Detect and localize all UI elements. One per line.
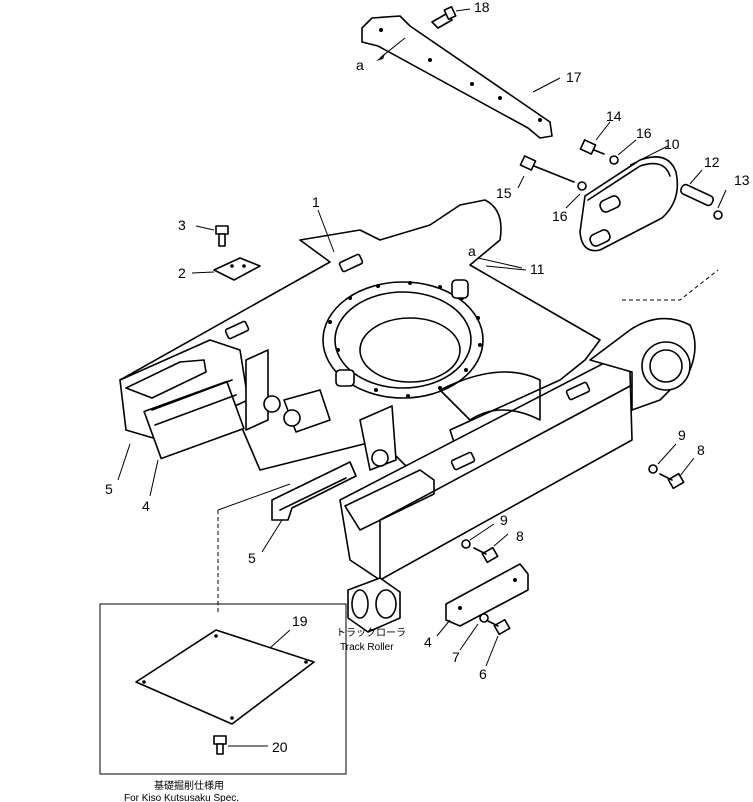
callout-13: 13 (734, 172, 750, 188)
part-12-pin (679, 169, 715, 207)
callout-5-right: 5 (248, 550, 256, 566)
part-5-guide-right (271, 461, 357, 521)
part-18-bolt (431, 5, 471, 29)
part-13-washer (713, 210, 723, 220)
callout-9-middle: 9 (500, 512, 508, 528)
callout-18: 18 (474, 0, 490, 15)
spec-jp-label: 基礎掘削仕様用 (154, 779, 224, 792)
part-2-plate (213, 257, 261, 281)
callout-12: 12 (704, 154, 720, 170)
ref-a1: a (356, 57, 364, 73)
callout-4-left: 4 (142, 498, 150, 514)
part-20-bolt (213, 735, 227, 755)
track-roller-jp-label: トラックローラ (336, 627, 406, 639)
part-8-bolt-middle (473, 546, 499, 564)
callout-3: 3 (178, 217, 186, 233)
callout-19: 19 (292, 613, 308, 629)
callout-15: 15 (496, 185, 512, 201)
callout-8-middle: 8 (516, 528, 524, 544)
part-11-leader (485, 265, 527, 271)
callout-20: 20 (272, 739, 288, 755)
part-16-washer-b (577, 181, 587, 191)
part-9-washer-right (648, 464, 658, 474)
spec-en-label: For Kiso Kutsusaku Spec. (124, 793, 239, 802)
part-6-bolt (485, 618, 511, 636)
part-4-guard-right (445, 563, 529, 627)
callout-16-top: 16 (636, 125, 652, 141)
callout-2: 2 (178, 265, 186, 281)
callout-14: 14 (606, 108, 622, 124)
part-14-bolt (579, 139, 605, 155)
part-9-washer-middle (461, 539, 471, 549)
part-10-bracket (579, 156, 679, 252)
callout-8-right: 8 (697, 442, 705, 458)
track-roller-en-label: Track Roller (340, 642, 394, 653)
kiso-inset-box (99, 603, 347, 775)
callout-6: 6 (479, 666, 487, 682)
track-roller (347, 577, 401, 633)
callout-1: 1 (312, 194, 320, 210)
part-15-bolt (519, 155, 575, 183)
callout-5-left: 5 (105, 481, 113, 497)
ref-a2: a (468, 243, 476, 259)
callout-4-right: 4 (424, 634, 432, 650)
part-7-washer (479, 613, 489, 623)
part-3-bolt (215, 225, 229, 247)
callout-10: 10 (664, 136, 680, 152)
callout-16-bottom: 16 (552, 208, 568, 224)
callout-7: 7 (452, 649, 460, 665)
callout-9-right: 9 (678, 427, 686, 443)
callout-17: 17 (566, 69, 582, 85)
part-1-track-frame (119, 199, 696, 581)
callout-11: 11 (530, 261, 545, 277)
part-16-washer-a (609, 155, 619, 165)
part-17-plate (361, 15, 553, 139)
part-8-bolt-right (659, 472, 685, 490)
